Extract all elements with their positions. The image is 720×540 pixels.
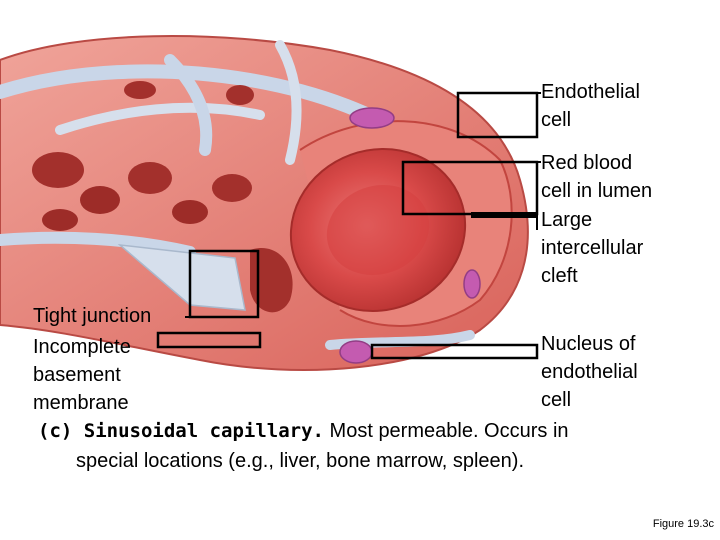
label-tight-junction: Tight junction [33,305,152,327]
fenestration [226,85,254,105]
figure-caption: (c) Sinusoidal capillary. Most permeable… [38,416,668,476]
label-basement-membrane: Incomplete basement membrane [33,336,131,414]
callout-box-rbc [401,160,539,216]
fenestration [32,152,84,188]
fenestration [212,174,252,202]
basement-membrane-strand [117,243,246,311]
caption-part: (c) Sinusoidal capillary. [38,420,324,442]
callout-box-tight-junction [188,249,260,319]
fenestration [42,209,78,231]
callout-box-nucleus [370,343,539,360]
figure-reference: Figure 19.3c [652,518,714,530]
endothelial-nucleus [463,269,481,299]
endothelial-nucleus [349,107,395,129]
fenestration [172,200,208,224]
label-red-blood-cell: Red blood cell in lumen [541,152,653,202]
caption-text-line2: special locations (e.g., liver, bone mar… [76,450,524,472]
label-intercellular-cleft: Large intercellular cleft [541,209,644,287]
caption-text-line1: Most permeable. Occurs in [323,420,569,442]
fenestration [128,162,172,194]
basement-membrane-strand [55,102,265,135]
callout-box-basement [156,331,262,349]
basement-membrane-strand [275,40,302,165]
label-nucleus: Nucleus of endothelial cell [541,333,638,411]
basement-membrane-strand [0,231,196,258]
intercellular-cleft [250,248,293,313]
fenestration [80,186,120,214]
callout-box-cleft [471,212,537,218]
endothelial-nucleus [339,340,373,364]
label-endothelial-cell: Endothelial cell [541,81,640,131]
basement-membrane-strand [164,54,213,156]
callout-box-endothelial [456,91,539,139]
fenestration [124,81,156,99]
